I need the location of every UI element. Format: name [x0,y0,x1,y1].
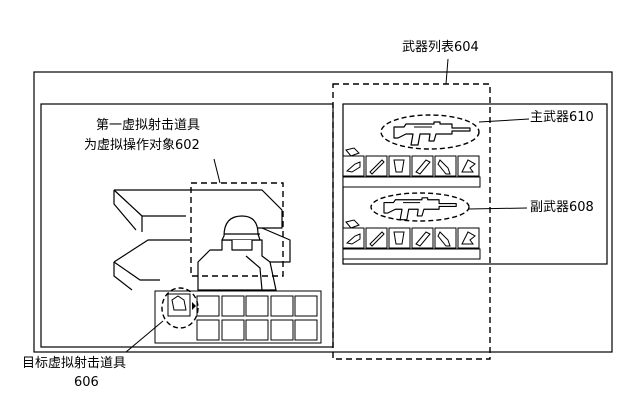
attachment-slots-row-2[interactable] [342,227,481,260]
virtual-object-dashed-box [190,182,284,277]
inventory-grid[interactable] [154,290,322,344]
target-prop-label-line2: 606 [74,375,99,390]
weapon-list-dashed-box [332,83,491,360]
target-prop-label-line1: 目标虚拟射击道具 [22,356,127,371]
secondary-weapon-dashed-ellipse [370,192,470,222]
ammo-icon-2 [345,219,360,229]
secondary-weapon-icon[interactable] [383,197,457,221]
attachment-slots-row-1[interactable] [342,155,481,188]
primary-weapon-dashed-ellipse [380,114,480,150]
target-prop-icon[interactable] [171,295,196,311]
ammo-icon [345,147,360,157]
primary-weapon-label: 主武器610 [530,110,594,125]
soldier-character [197,215,277,291]
virtual-object-label-line1: 第一虚拟射击道具 [96,118,201,133]
target-prop-dashed-ellipse [161,287,199,329]
scene-structure [113,189,291,291]
primary-weapon-icon[interactable] [393,121,471,146]
weapon-list-label: 武器列表604 [402,40,479,55]
virtual-object-label-line2: 为虚拟操作对象602 [84,138,200,153]
secondary-weapon-label: 副武器608 [530,200,594,215]
outer-frame [33,71,613,353]
